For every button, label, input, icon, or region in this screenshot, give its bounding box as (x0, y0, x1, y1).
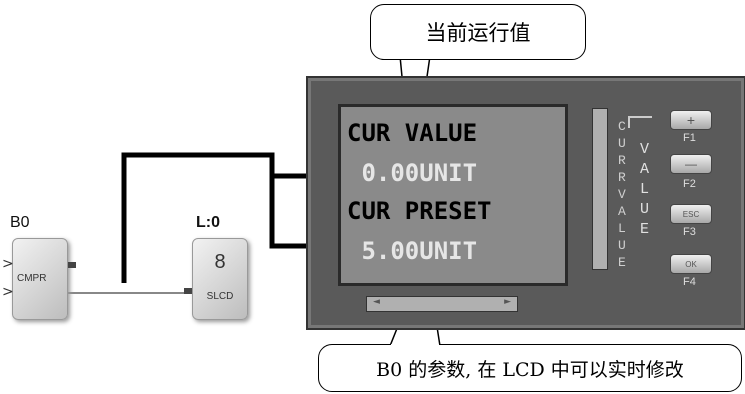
input-pin-icon: > (2, 284, 14, 300)
side-label: CURR VALUE (618, 119, 626, 270)
parameter-callout: B0 的参数, 在 LCD 中可以实时修改 (318, 344, 742, 392)
vertical-value-label: VALUE (640, 141, 650, 238)
f2-caption: F2 (683, 178, 696, 190)
slcd-block-title: L:0 (196, 214, 220, 231)
scroll-right-icon[interactable]: ► (504, 297, 511, 307)
lcd-line-3: CUR PRESET (347, 197, 492, 225)
cmpr-block[interactable]: CMPR (12, 238, 68, 320)
input-pin-icon: > (2, 256, 14, 272)
f3-esc-key[interactable]: ESC (670, 204, 712, 224)
lcd-line-2: 0.00UNIT (347, 159, 478, 187)
input-pin (184, 288, 192, 294)
slcd-block[interactable]: 8 SLCD (192, 238, 248, 320)
callout-top-text: 当前运行值 (425, 21, 531, 45)
cmpr-block-title: B0 (10, 214, 30, 231)
f4-caption: F4 (683, 276, 696, 288)
lcd-line-1: CUR VALUE (347, 119, 478, 147)
current-value-callout: 当前运行值 (370, 4, 586, 60)
lcd-screen: CUR VALUE 0.00UNIT CUR PRESET 5.00UNIT (338, 104, 568, 286)
f3-caption: F3 (683, 226, 696, 238)
f4-ok-key[interactable]: OK (670, 254, 712, 274)
slcd-block-number: 8 (214, 251, 226, 273)
f1-plus-key[interactable]: + (670, 110, 712, 130)
f1-caption: F1 (683, 132, 696, 144)
lcd-line-4: 5.00UNIT (347, 237, 478, 265)
horizontal-scrollbar[interactable]: ◄ ► (366, 296, 518, 312)
cmpr-block-label: CMPR (17, 273, 47, 284)
slcd-block-label: SLCD (206, 291, 234, 302)
output-pin (68, 262, 76, 268)
f2-minus-key[interactable]: — (670, 154, 712, 174)
callout-bottom-text: B0 的参数, 在 LCD 中可以实时修改 (376, 358, 684, 381)
vertical-scrollbar[interactable] (592, 108, 608, 270)
value-arrow-line (121, 152, 336, 283)
scroll-left-icon[interactable]: ◄ (373, 297, 380, 307)
